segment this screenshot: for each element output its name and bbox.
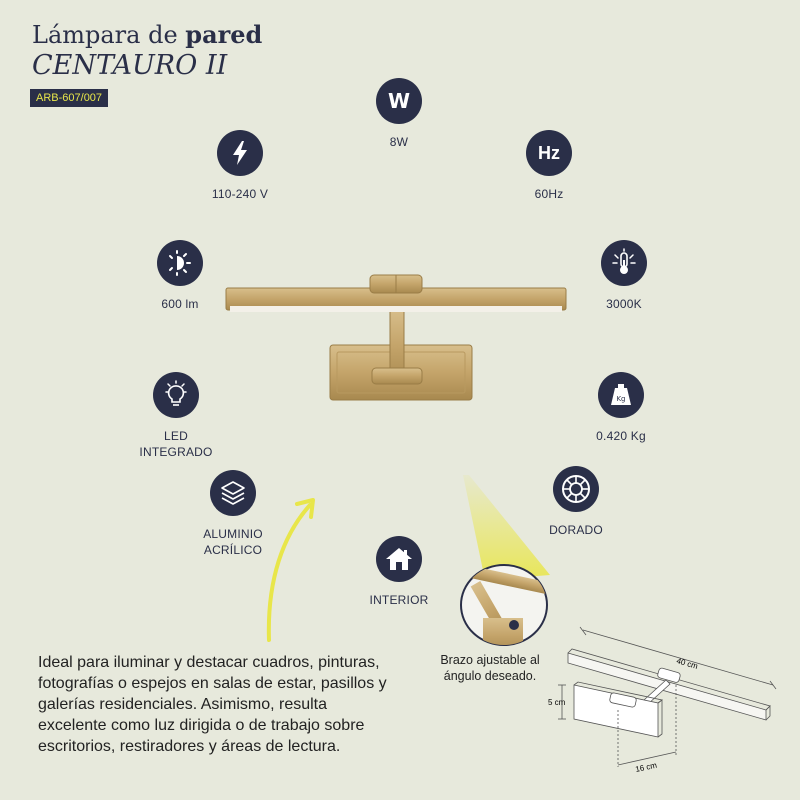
arm-caption: Brazo ajustable al ángulo deseado. [440,653,540,683]
light-beam-graphic [463,475,550,580]
spec-usage: INTERIOR [329,536,469,608]
svg-text:Kg: Kg [616,395,625,403]
spec-power-label: 8W [389,135,409,149]
spec-led-label: LED INTEGRADO [139,429,213,459]
spec-color-temp-label: 3000K [606,297,642,311]
arrow-icon [266,498,315,642]
product-code-badge: ARB-607/007 [30,89,109,107]
spec-lumens: 600 lm [110,240,250,312]
spec-power: W 8W [329,78,469,150]
hertz-icon: Hz [526,130,572,176]
title-bold: pared [185,20,263,49]
spec-material-label: ALUMINIO ACRÍLICO [203,527,263,557]
dim-depth-label: 16 cm [635,761,659,774]
dim-width-label: 40 cm [675,656,699,671]
spec-finish-label: DORADO [549,523,603,537]
spec-frequency-label: 60Hz [534,187,564,201]
lamp-product-image [225,274,567,401]
bulb-icon [153,372,199,418]
lightning-icon [217,130,263,176]
title-light: Lámpara de [32,21,178,49]
dimension-diagram: 40 cm 5 cm 16 cm [548,626,777,774]
spec-weight-label: 0.420 Kg [596,429,646,443]
brightness-icon [157,240,203,286]
spec-material: ALUMINIO ACRÍLICO [163,470,303,558]
spec-voltage: 110-240 V [170,130,310,202]
weight-icon: Kg [598,372,644,418]
color-wheel-icon [553,466,599,512]
model-name: CENTAURO II [32,50,228,81]
spec-finish: DORADO [506,466,646,538]
thermometer-icon [601,240,647,286]
spec-usage-label: INTERIOR [369,593,429,607]
arm-detail-image [460,564,548,646]
product-description: Ideal para iluminar y destacar cuadros, … [38,654,387,755]
layers-icon [210,470,256,516]
spec-color-temp: 3000K [554,240,694,312]
spec-frequency: Hz 60Hz [479,130,619,202]
house-icon [376,536,422,582]
spec-lumens-label: 600 lm [161,297,199,311]
dim-height-label: 5 cm [548,698,566,707]
spec-led: LED INTEGRADO [106,372,246,460]
product-type-title: Lámpara de pared [32,20,262,49]
watt-icon: W [376,78,422,124]
spec-voltage-label: 110-240 V [211,187,269,201]
spec-weight: Kg 0.420 Kg [551,372,691,444]
